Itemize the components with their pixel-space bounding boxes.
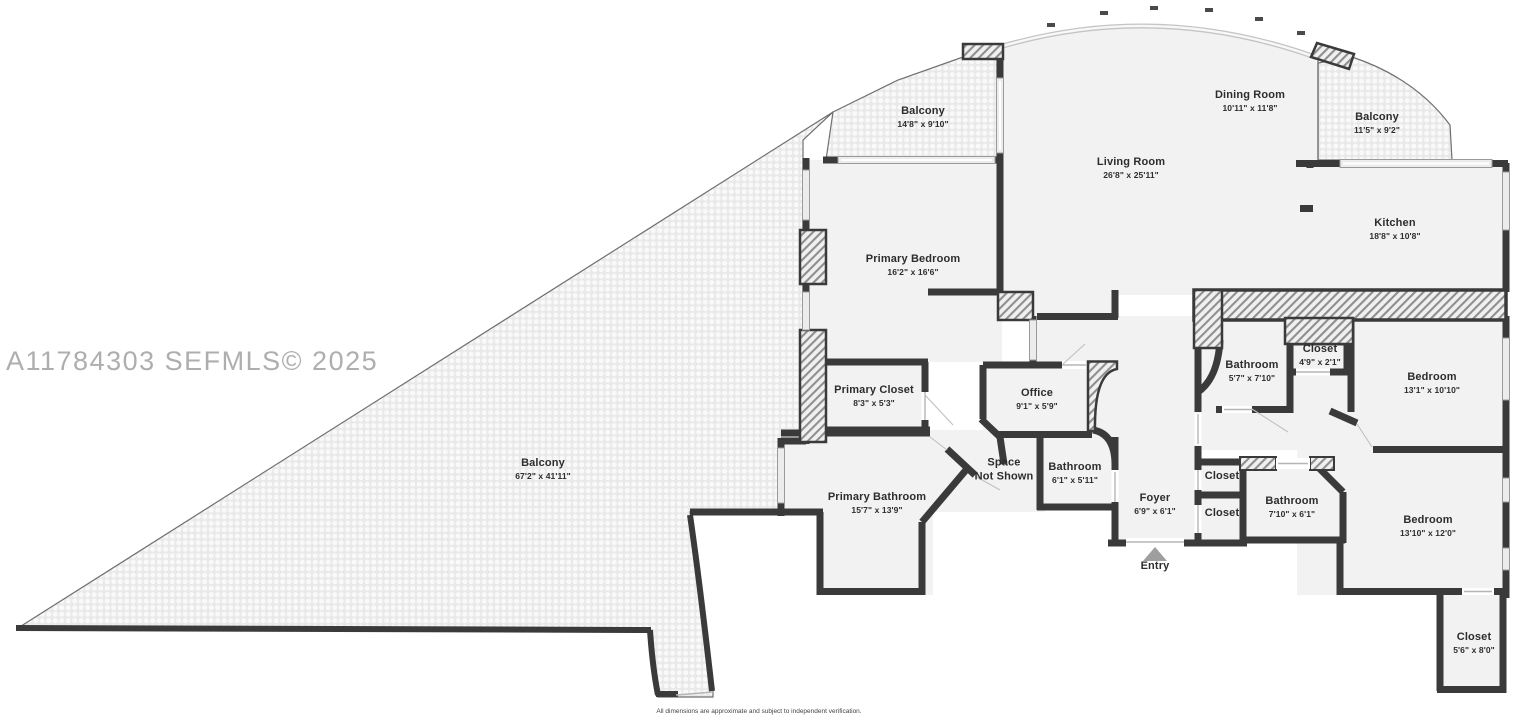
room-dims: 26'8" x 25'11" bbox=[1103, 169, 1159, 180]
hatched-walls bbox=[798, 41, 1508, 471]
entry-arrow-icon bbox=[1143, 547, 1167, 561]
curved-glass-wall bbox=[1002, 6, 1316, 60]
room-areas bbox=[781, 25, 1506, 693]
room-label-bathroom-a: Bathroom 5'7" x 7'10" bbox=[1225, 359, 1278, 383]
room-dims: 14'8" x 9'10" bbox=[897, 118, 949, 129]
room-name: Primary Closet bbox=[834, 383, 914, 396]
room-label-bedroom-b: Bedroom 13'10" x 12'0" bbox=[1400, 514, 1456, 538]
room-dims: 8'3" x 5'3" bbox=[853, 397, 895, 408]
room-label-closet-b: Closet bbox=[1205, 470, 1240, 484]
room-name: Not Shown bbox=[974, 470, 1034, 482]
room-label-closet-d: Closet 5'6" x 8'0" bbox=[1453, 631, 1495, 655]
room-name: Bathroom bbox=[1225, 358, 1279, 371]
room-label-dining-room: Dining Room 10'11" x 11'8" bbox=[1215, 89, 1285, 113]
balcony-right-area bbox=[1317, 56, 1453, 161]
room-name: Bedroom bbox=[1407, 370, 1457, 383]
room-dims: 9'1" x 5'9" bbox=[1016, 400, 1058, 411]
room-name: Dining Room bbox=[1214, 88, 1286, 101]
room-label-office: Office 9'1" x 5'9" bbox=[1016, 387, 1058, 411]
room-dims: 18'8" x 10'8" bbox=[1369, 230, 1421, 241]
room-dims: 10'11" x 11'8" bbox=[1222, 102, 1278, 113]
window-centerlines bbox=[841, 81, 1489, 165]
room-dims: 16'2" x 16'6" bbox=[887, 266, 939, 277]
room-name: Balcony bbox=[901, 104, 945, 117]
room-name: Balcony bbox=[1355, 110, 1399, 123]
door-openings bbox=[675, 343, 1494, 696]
room-label-foyer: Foyer 6'9" x 6'1" bbox=[1134, 492, 1176, 516]
room-label-bathroom-c: Bathroom 7'10" x 6'1" bbox=[1265, 495, 1318, 519]
room-name: Closet bbox=[1204, 507, 1240, 520]
room-label-balcony-main: Balcony 67'2" x 41'11" bbox=[515, 457, 571, 481]
room-label-bathroom-b: Bathroom 6'1" x 5'11" bbox=[1048, 461, 1101, 485]
room-dims: 5'6" x 8'0" bbox=[1453, 644, 1495, 655]
balcony-main-area bbox=[15, 111, 834, 698]
room-name: Living Room bbox=[1096, 155, 1166, 168]
room-label-primary-bathroom: Primary Bathroom 15'7" x 13'9" bbox=[828, 491, 926, 515]
room-name: Closet bbox=[1456, 630, 1492, 643]
room-dims: 5'7" x 7'10" bbox=[1228, 372, 1276, 383]
room-dims: 11'5" x 9'2" bbox=[1354, 124, 1400, 135]
room-name: Primary Bedroom bbox=[865, 252, 961, 265]
room-dims: 13'1" x 10'10" bbox=[1403, 384, 1461, 395]
room-dims: 7'10" x 6'1" bbox=[1268, 508, 1316, 519]
room-name: Bathroom bbox=[1265, 494, 1319, 507]
room-name: Office bbox=[1020, 386, 1054, 399]
room-name: Foyer bbox=[1139, 491, 1171, 504]
room-name: Balcony bbox=[521, 456, 565, 469]
room-dims: 67'2" x 41'11" bbox=[515, 470, 571, 481]
room-dims: 13'10" x 12'0" bbox=[1399, 527, 1457, 538]
room-label-closet-a: Closet 4'9" x 2'1" bbox=[1299, 343, 1341, 367]
room-name: Primary Bathroom bbox=[827, 490, 927, 503]
balcony-areas bbox=[15, 56, 1453, 698]
room-name: Bathroom bbox=[1048, 460, 1102, 473]
room-name: Closet bbox=[1302, 342, 1338, 355]
room-dims: 6'9" x 6'1" bbox=[1134, 505, 1176, 516]
room-label-kitchen: Kitchen 18'8" x 10'8" bbox=[1369, 217, 1420, 241]
room-label-bedroom-a: Bedroom 13'1" x 10'10" bbox=[1404, 371, 1460, 395]
room-dims: 6'1" x 5'11" bbox=[1052, 474, 1098, 485]
room-name: Bedroom bbox=[1403, 513, 1453, 526]
room-label-closet-c: Closet bbox=[1205, 507, 1240, 521]
room-dims: 15'7" x 13'9" bbox=[851, 504, 903, 515]
room-label-balcony-right: Balcony 11'5" x 9'2" bbox=[1354, 111, 1400, 135]
room-name: Closet bbox=[1204, 470, 1240, 483]
room-label-space-not-shown: Space Not Shown bbox=[975, 456, 1034, 484]
entry-label: Entry bbox=[1141, 560, 1170, 574]
room-label-living-room: Living Room 26'8" x 25'11" bbox=[1097, 156, 1165, 180]
room-name: Kitchen bbox=[1374, 216, 1416, 229]
disclaimer-text: All dimensions are approximate and subje… bbox=[656, 708, 862, 715]
arc-mullions bbox=[1047, 6, 1305, 35]
room-label-primary-bedroom: Primary Bedroom 16'2" x 16'6" bbox=[866, 253, 961, 277]
mls-watermark: A11784303 SEFMLS© 2025 bbox=[6, 346, 379, 376]
room-label-primary-closet: Primary Closet 8'3" x 5'3" bbox=[834, 384, 914, 408]
room-name: Space bbox=[987, 456, 1021, 469]
entry-text: Entry bbox=[1140, 560, 1170, 573]
room-dims: 4'9" x 2'1" bbox=[1299, 356, 1341, 367]
door-swing-lines bbox=[924, 343, 1373, 491]
room-label-balcony-top: Balcony 14'8" x 9'10" bbox=[897, 105, 948, 129]
